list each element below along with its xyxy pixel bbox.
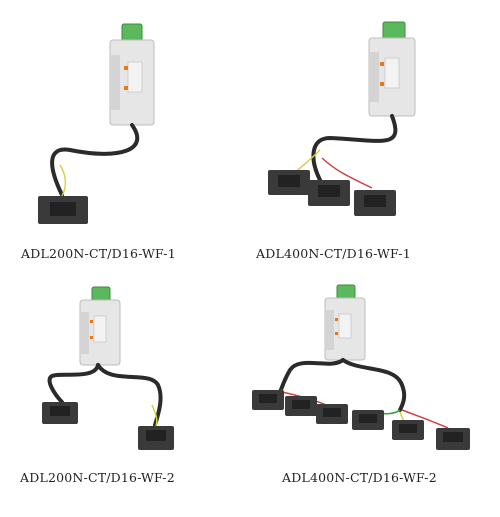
current-transformer xyxy=(354,190,396,216)
current-transformer xyxy=(138,426,174,450)
current-transformer xyxy=(268,170,310,195)
cable xyxy=(341,358,407,412)
cable xyxy=(278,358,345,394)
product-caption: ADL200N-CT/D16-WF-1 xyxy=(21,246,176,261)
current-transformer xyxy=(285,396,317,416)
current-transformer xyxy=(436,428,470,450)
energy-meter xyxy=(79,286,121,366)
product-caption: ADL200N-CT/D16-WF-2 xyxy=(20,470,175,485)
current-transformer xyxy=(352,410,384,430)
cable xyxy=(96,363,163,427)
current-transformer xyxy=(38,196,88,224)
current-transformer xyxy=(316,404,348,424)
current-transformer xyxy=(42,402,78,424)
current-transformer xyxy=(392,420,424,440)
energy-meter xyxy=(109,23,155,126)
cable xyxy=(311,114,398,182)
product-caption: ADL400N-CT/D16-WF-2 xyxy=(282,470,437,485)
cable xyxy=(47,363,100,404)
current-transformer xyxy=(308,180,350,206)
energy-meter xyxy=(368,21,416,117)
cable xyxy=(50,123,140,197)
energy-meter xyxy=(324,284,366,361)
current-transformer xyxy=(252,390,284,410)
product-caption: ADL400N-CT/D16-WF-1 xyxy=(256,246,411,261)
